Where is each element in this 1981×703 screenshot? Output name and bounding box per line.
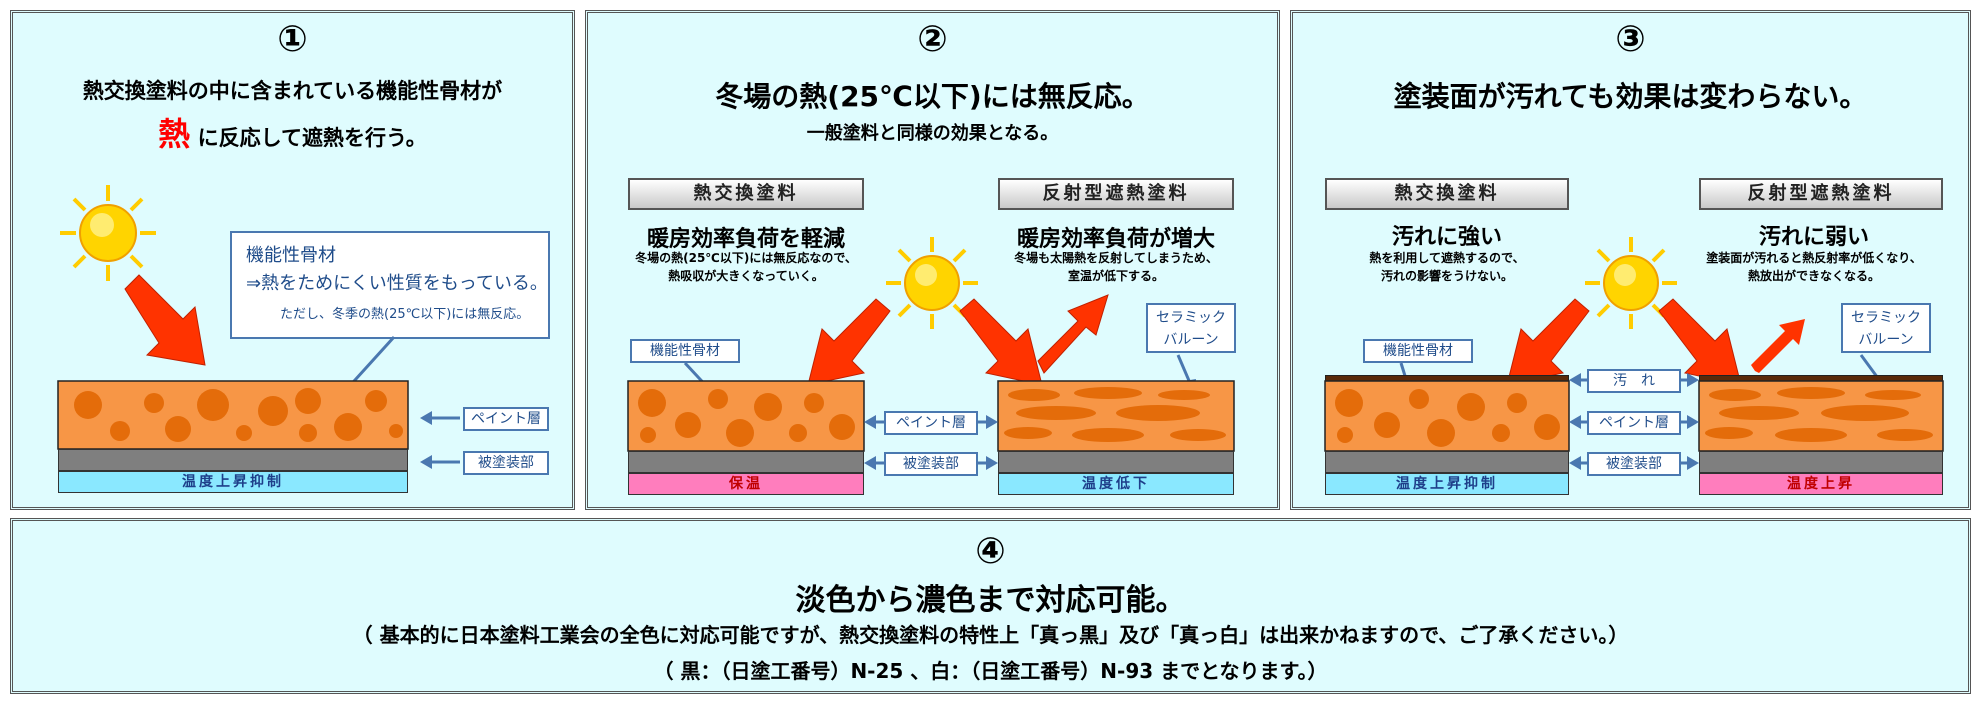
substrate-layer [58,449,408,471]
aggregate-label: 機能性骨材 [1363,339,1473,363]
panel-3: ③ 塗装面が汚れても効果は変わらない。 熱交換塗料 汚れに強い 熱を利用して遮熱… [1290,10,1971,510]
ceramic-label-line2: バルーン [1163,332,1219,348]
heat-arrow-icon [124,274,206,366]
sun-icon [1585,237,1677,329]
right-result-title: 汚れに弱い [1758,225,1869,250]
left-desc-1: 熱を利用して遮熱するので、 [1369,251,1525,265]
right-desc-2: 熱放出ができなくなる。 [1747,269,1880,283]
panel-number: ④ [975,531,1006,572]
paint-label-arrow [420,411,460,425]
paint-layer-label: ペイント層 [463,407,549,431]
left-desc-2: 熱吸収が大きくなっていく。 [668,269,824,283]
callout-line1: 機能性骨材 [246,245,336,266]
panel-note-2: （ 黒：（日塗工番号）N-25 、白：（日塗工番号）N-93 までとなります。） [653,659,1328,683]
temperature-bar: 温度上昇抑制 [58,471,408,493]
panel-title: 淡色から濃色まで対応可能。 [795,583,1186,618]
reflect-arrow-icon [1037,294,1109,374]
title-line2-rest: に反応して遮熱を行う。 [190,126,427,150]
dirt-label: 汚 れ [1587,369,1681,393]
left-temperature-bar: 保温 [628,473,864,495]
ceramic-balloon-label: セラミック バルーン [1146,303,1236,353]
ceramic-label-line1: セラミック [1851,310,1921,326]
substrate-label: 被塗装部 [463,451,549,475]
heat-exchange-paint-header: 熱交換塗料 [628,178,864,210]
ceramic-label-line2: バルーン [1858,332,1914,348]
substrate-label-arrow [420,455,460,469]
callout-line3: ただし、冬季の熱(25℃以下)には無反応。 [280,307,530,322]
panel-number: ② [917,19,948,60]
reflective-layer-diagram [1698,380,1944,452]
substrate-label: 被塗装部 [884,452,978,476]
panel-title-line1: 熱交換塗料の中に含まれている機能性骨材が [82,79,503,103]
reflective-layer-diagram [997,380,1235,452]
paint-layer-label: ペイント層 [884,411,978,435]
heat-arrow-icon [1506,298,1590,386]
panel-1: ① 熱交換塗料の中に含まれている機能性骨材が 熱 に反応して遮熱を行う。 機能性… [10,10,575,510]
right-desc-2: 室温が低下する。 [1067,269,1164,283]
substrate-layer-right [998,451,1234,473]
reflective-paint-header: 反射型遮熱塗料 [1699,178,1943,210]
sun-icon [60,185,156,281]
panel-title: 冬場の熱(25℃以下)には無反応。 [715,80,1150,113]
panel-number: ③ [1615,19,1646,60]
substrate-layer-left [628,451,864,473]
reflective-paint-header: 反射型遮熱塗料 [998,178,1234,210]
right-result-title: 暖房効率負荷が増大 [1016,227,1215,252]
substrate-layer-right [1699,451,1943,473]
ceramic-balloon-label: セラミック バルーン [1841,303,1931,353]
paint-layer-label: ペイント層 [1587,411,1681,435]
heat-arrow-icon [807,298,891,386]
left-result-title: 暖房効率負荷を軽減 [646,227,845,252]
highlight-heat: 熱 [158,115,191,153]
heat-exchange-layer-diagram [1324,380,1570,452]
right-temperature-bar: 温度上昇 [1699,473,1943,495]
substrate-layer-left [1325,451,1569,473]
panel-title-line2: 熱 に反応して遮熱を行う。 [13,109,572,155]
left-result-title: 汚れに強い [1391,225,1502,250]
panel-4: ④ 淡色から濃色まで対応可能。 （ 基本的に日本塗料工業会の全色に対応可能ですが… [10,518,1971,694]
left-desc-2: 汚れの影響をうけない。 [1380,269,1513,283]
callout-line2: ⇒熱をためにくい性質をもっている。 [246,273,548,294]
left-temperature-bar: 温度上昇抑制 [1325,473,1569,495]
ceramic-label-line1: セラミック [1156,310,1226,326]
panel-number: ① [277,19,308,60]
paint-layer-diagram [57,380,409,450]
heat-exchange-paint-header: 熱交換塗料 [1325,178,1569,210]
heat-exchange-layer-diagram [627,380,865,452]
heat-arrow-icon [1658,298,1742,386]
panel-2: ② 冬場の熱(25℃以下)には無反応。 一般塗料と同様の効果となる。 熱交換塗料… [585,10,1280,510]
substrate-label: 被塗装部 [1587,452,1681,476]
panel-title: 塗装面が汚れても効果は変わらない。 [1393,80,1868,113]
right-temperature-bar: 温度低下 [998,473,1234,495]
right-desc-1: 塗装面が汚れると熱反射率が低くなり、 [1706,251,1922,265]
right-desc-1: 冬場も太陽熱を反射してしまうため、 [1014,251,1218,265]
aggregate-label: 機能性骨材 [630,339,740,363]
sun-icon [886,237,978,329]
weak-reflect-arrow-icon [1751,319,1805,373]
callout-box: 機能性骨材 ⇒熱をためにくい性質をもっている。 ただし、冬季の熱(25℃以下)に… [230,231,550,339]
heat-arrow-icon [959,298,1043,386]
panel-note-1: （ 基本的に日本塗料工業会の全色に対応可能ですが、熱交換塗料の特性上「真っ黒」及… [352,623,1629,647]
panel-subtitle: 一般塗料と同様の効果となる。 [806,123,1059,144]
left-desc-1: 冬場の熱(25℃以下)には無反応なので、 [635,251,857,265]
